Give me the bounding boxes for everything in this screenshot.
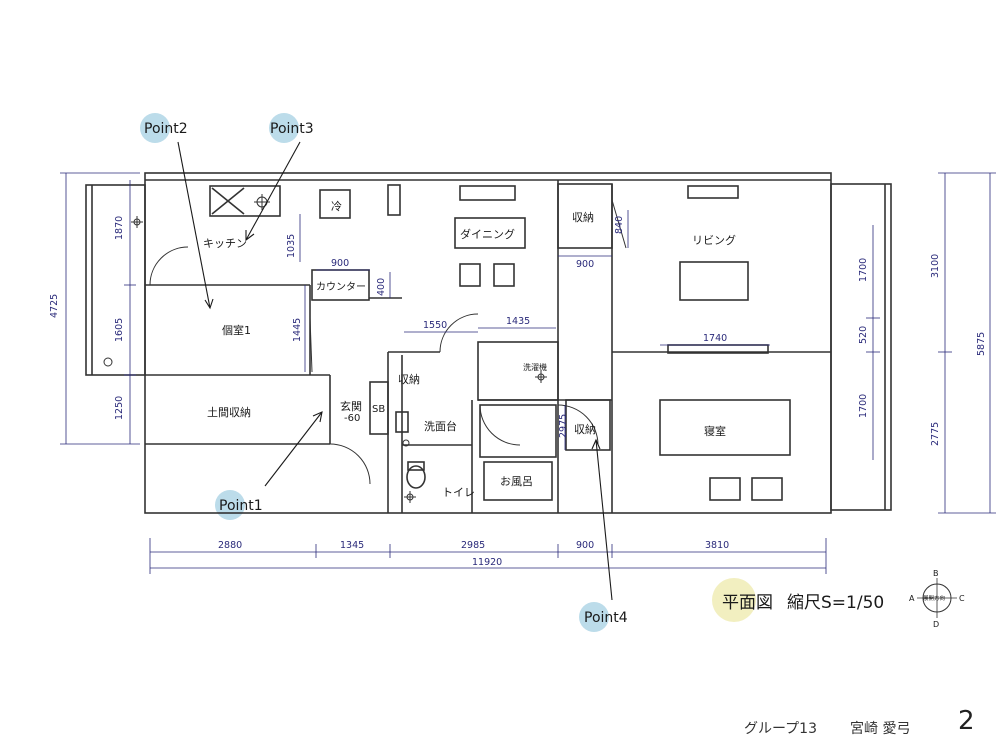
room-label-living: リビング: [692, 233, 736, 247]
dim-room-1445: 1445: [292, 318, 303, 342]
fixture-symbols: [103, 194, 547, 503]
point-label-1: Point1: [219, 498, 263, 514]
room-label-bath: お風呂: [500, 475, 533, 488]
dim-left-1605: 1605: [114, 318, 125, 342]
dim-bottom-3810: 3810: [705, 540, 729, 551]
dim-bottom-1345: 1345: [340, 540, 364, 551]
dim-right-2775: 2775: [930, 422, 941, 446]
dim-wash-1435: 1435: [506, 316, 530, 327]
compass: B D A C 展開方向: [909, 569, 965, 629]
point-labels: Point2 Point3 Point1 Point4: [144, 121, 628, 626]
dim-counter-900: 900: [331, 258, 349, 269]
footer-author: 宮崎 愛弓: [850, 721, 911, 737]
dim-bed-1740: 1740: [703, 333, 727, 344]
room-label-counter: カウンター: [316, 281, 366, 293]
footer-group: グループ13: [744, 721, 817, 737]
dim-storage-840: 840: [614, 216, 625, 234]
dimension-lines: [60, 172, 996, 574]
room-label-toilet: トイレ: [442, 486, 475, 499]
room-labels: キッチン 冷 カウンター 個室1 土間収納 玄関 -60 SB 収納 洗面台 ト…: [203, 200, 736, 499]
room-label-washbasin: 洗面台: [424, 419, 457, 433]
plan-scale-text: 縮尺S=1/50: [787, 593, 885, 613]
dim-left-1870: 1870: [114, 216, 125, 240]
room-label-fridge: 冷: [331, 200, 342, 213]
point-label-2: Point2: [144, 121, 188, 137]
plan-title-text: 平面図: [722, 593, 773, 613]
room-label-doma-storage: 土間収納: [207, 406, 251, 419]
dim-kitchen-1035: 1035: [286, 234, 297, 258]
dim-hall-1550: 1550: [423, 320, 447, 331]
dim-storage-900: 900: [576, 259, 594, 270]
walls: [85, 172, 892, 514]
dim-bath-2975: 2975: [558, 414, 569, 438]
dim-bottom-2985: 2985: [461, 540, 485, 551]
page-number: 2: [958, 706, 975, 736]
point-markers: [140, 113, 756, 632]
room-label-dining: ダイニング: [460, 227, 515, 241]
dim-right-5875: 5875: [976, 332, 987, 356]
compass-s: D: [933, 620, 939, 629]
room-label-private-room: 個室1: [222, 323, 251, 337]
dim-bottom-total: 11920: [472, 557, 502, 568]
point-arrows: [177, 141, 613, 601]
doors: [149, 199, 627, 485]
room-label-washer: 洗濯機: [523, 362, 547, 372]
dim-counter-400: 400: [376, 278, 387, 296]
dim-right-1700a: 1700: [858, 258, 869, 282]
room-label-storage-dining: 収納: [572, 211, 594, 224]
room-label-entrance: 玄関: [340, 399, 362, 413]
dimension-labels: 4725 1870 1605 1250 1035 900 400 1445 15…: [49, 216, 987, 568]
dim-left-1250: 1250: [114, 396, 125, 420]
compass-center: 展開方向: [923, 594, 945, 602]
dim-bottom-900: 900: [576, 540, 594, 551]
room-label-storage-hall: 収納: [398, 373, 420, 386]
compass-e: C: [959, 594, 965, 603]
dim-right-3100: 3100: [930, 254, 941, 278]
compass-n: B: [933, 569, 939, 578]
dim-bottom-2880: 2880: [218, 540, 242, 551]
dim-right-520: 520: [858, 326, 869, 344]
room-label-shoe-box: SB: [372, 404, 385, 415]
room-label-bedroom: 寝室: [704, 424, 726, 438]
point-label-4: Point4: [584, 610, 628, 626]
compass-w: A: [909, 594, 915, 603]
room-label-entrance-level: -60: [344, 413, 360, 424]
room-label-kitchen: キッチン: [203, 237, 247, 250]
room-label-storage-bed: 収納: [574, 423, 596, 436]
point-label-3: Point3: [270, 121, 314, 137]
dim-right-1700b: 1700: [858, 394, 869, 418]
plan-title: 平面図縮尺S=1/50: [722, 588, 884, 613]
dim-left-outer: 4725: [49, 294, 60, 318]
